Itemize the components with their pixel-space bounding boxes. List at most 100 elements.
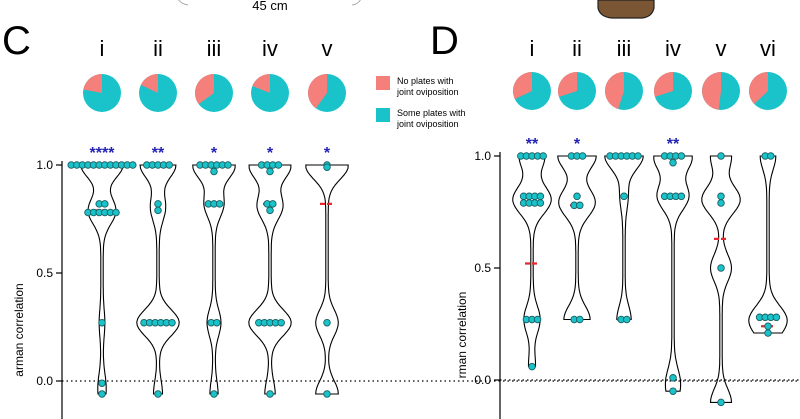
bracket-left-stroke	[178, 0, 189, 6]
panel-c-group-label: iv	[262, 36, 278, 61]
panel-letter-d: D	[430, 19, 459, 63]
panel-d-data-point	[528, 362, 536, 371]
legend-no-plates-swatch	[376, 76, 390, 90]
panel-d-data-point	[764, 322, 772, 330]
panel-d-violin	[604, 155, 644, 321]
panel-c-pie-no-slice	[308, 74, 327, 109]
panel-c-violin	[80, 164, 124, 395]
panel-d-data-point	[717, 398, 725, 407]
panel-c-data-point	[224, 161, 232, 169]
panel-d-data-point	[717, 264, 725, 272]
panel-d-group-label: i	[530, 36, 535, 61]
panel-d-y-tick-label: 1.0	[474, 149, 491, 163]
panel-c-group-label: v	[322, 36, 333, 61]
panel-d-data-point	[767, 152, 775, 160]
panel-c-data-point	[154, 200, 162, 208]
panel-d-pie-no-slice	[605, 72, 624, 110]
panel-c-significance-label: ****	[90, 145, 116, 162]
panel-d-data-point	[536, 192, 545, 201]
panel-c-y-tick-label: 0.0	[36, 374, 53, 388]
panel-d-y-tick-label: 0.0	[474, 373, 491, 387]
panel-d-violin	[557, 155, 597, 321]
panel-d-data-point	[578, 152, 587, 160]
panel-d-data-point	[772, 313, 781, 322]
panel-c-data-point	[98, 379, 106, 387]
panel-d-data-point	[677, 192, 686, 201]
panel-d-group-label: iv	[665, 36, 681, 61]
panel-c-significance-label: **	[152, 145, 165, 162]
panel-d-significance-label: *	[574, 136, 581, 153]
panel-c-data-point	[277, 318, 285, 327]
panel-d-data-point	[669, 158, 677, 167]
panel-c-data-point	[266, 390, 274, 398]
panel-d-data-point	[717, 152, 725, 160]
panel-letter-c: C	[2, 19, 31, 63]
panel-d-data-point	[764, 329, 772, 337]
panel-c-pie-no-slice	[83, 74, 102, 93]
panel-d-group-label: iii	[617, 36, 632, 61]
panel-d-pie-no-slice	[654, 72, 673, 97]
panel-c-data-point	[215, 200, 224, 208]
panel-c-pie-no-slice	[194, 74, 214, 105]
panel-d-data-point	[576, 315, 584, 324]
panel-d-data-point	[573, 192, 581, 201]
legend-some-plates-label: Some plates with joint oviposition	[396, 108, 468, 129]
panel-d-violin	[512, 155, 552, 368]
panel-c-data-point	[112, 208, 120, 217]
legend-no-plates-label: No plates with joint oviposition	[396, 76, 459, 97]
panel-c-pie-no-slice	[252, 74, 270, 93]
panel-d-data-point	[669, 387, 677, 395]
panel-d-violin	[653, 155, 693, 392]
panel-c-data-point	[101, 200, 109, 208]
panel-c-data-point	[168, 318, 176, 327]
panel-c-data-point	[165, 161, 173, 169]
panel-c-group-label: ii	[153, 36, 163, 61]
panel-c-data-point	[269, 200, 277, 208]
panel-d-group-label: vi	[760, 36, 776, 61]
panel-d-data-point	[717, 199, 725, 207]
panel-d-pie-no-slice	[513, 72, 532, 100]
panel-c-y-axis-label: arman correlation	[12, 283, 26, 376]
panel-d-pie-no-slice	[701, 72, 721, 110]
panel-c-violin	[305, 164, 349, 395]
panel-c-significance-label: *	[324, 145, 331, 162]
panel-c-significance-label: *	[211, 145, 218, 162]
panel-d-data-point	[576, 201, 584, 210]
panel-d-significance-label: **	[526, 136, 539, 153]
panel-c-data-point	[266, 167, 274, 176]
panel-c-violin	[192, 164, 236, 395]
panel-c-data-point	[98, 318, 106, 327]
panel-d-group-label: v	[716, 36, 727, 61]
panel-d-data-point	[539, 152, 547, 160]
legend: No plates with joint oviposition Some pl…	[376, 76, 468, 129]
panel-c-data-point	[323, 163, 331, 171]
panel-d-group-label: ii	[572, 36, 582, 61]
panel-d-violin	[748, 155, 788, 334]
panel-d-significance-label: **	[667, 136, 680, 153]
panel-d-data-point	[717, 192, 725, 201]
panel-d-data-point	[669, 374, 677, 382]
panel-c-y-tick-label: 0.5	[36, 266, 53, 280]
panel-d-y-axis-label: rman correlation	[455, 292, 469, 379]
panel-c-data-point	[129, 161, 137, 169]
panel-d-data-point	[620, 192, 628, 201]
panel-d-data-point	[536, 199, 545, 207]
panel-c-violin	[248, 164, 292, 395]
panel-d-data-point	[623, 315, 631, 324]
panel-c-data-point	[323, 318, 331, 327]
panel-d-chart: 0.0 0.5 1.0 rman correlation i ** ii * iii iv ** v v…	[455, 36, 800, 419]
panel-c-data-point	[154, 206, 162, 215]
panel-d-violin	[701, 155, 741, 403]
panel-c-group-label: i	[100, 36, 105, 61]
panel-c-group-label: iii	[207, 36, 222, 61]
cup-icon	[597, 0, 655, 19]
panel-d-y-tick-label: 0.5	[474, 261, 491, 275]
panel-c-significance-label: *	[267, 145, 274, 162]
panel-c-pie-no-slice	[140, 74, 158, 93]
panel-c-data-point	[98, 390, 106, 398]
panel-c-data-point	[213, 318, 221, 327]
panel-c-data-point	[154, 390, 162, 398]
panel-c-data-point	[210, 167, 218, 176]
